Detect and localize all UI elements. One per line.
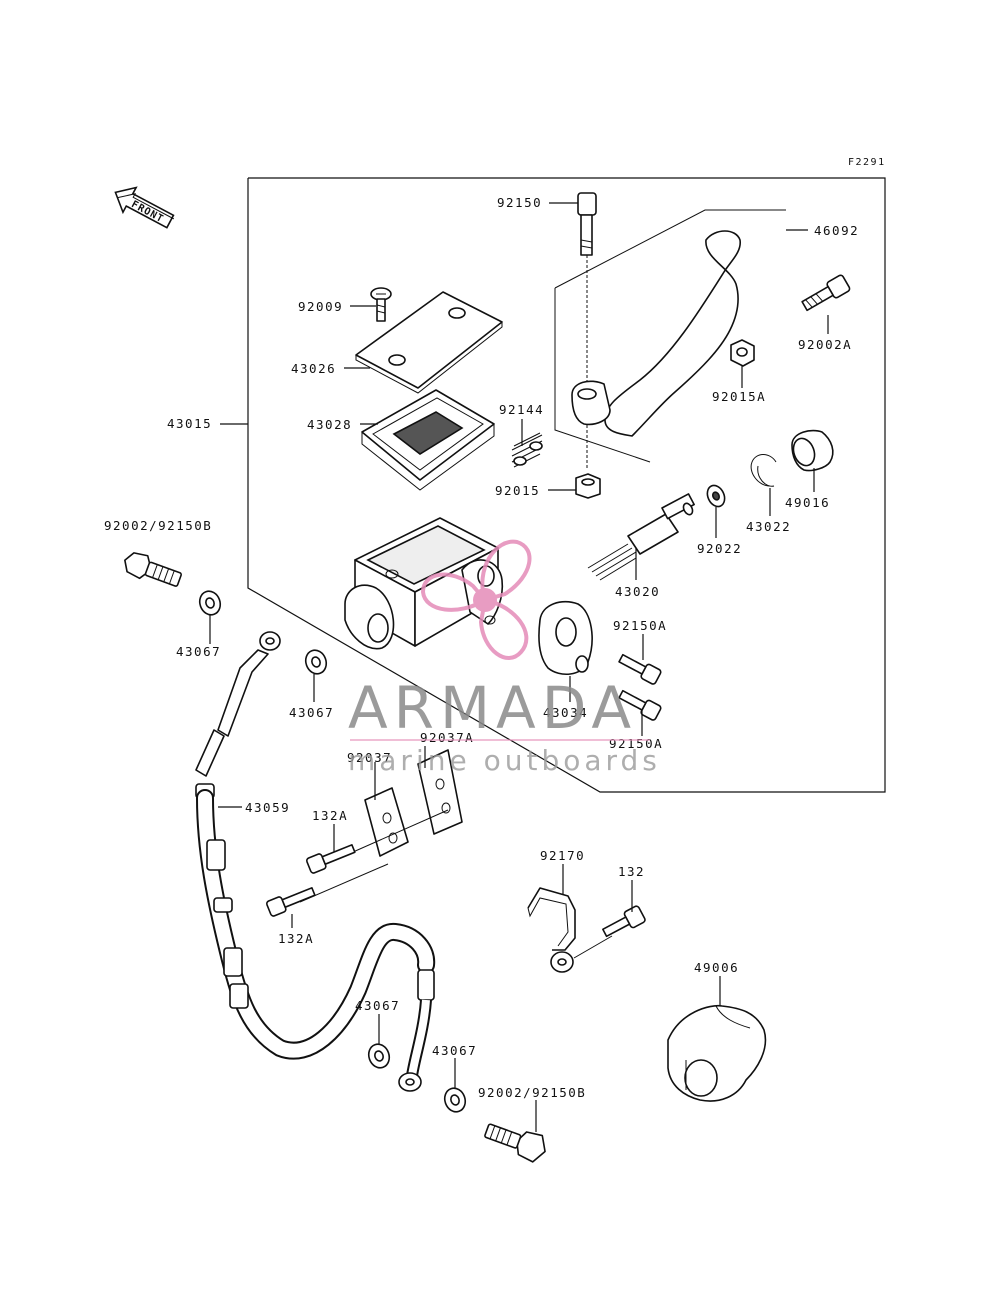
label-49006: 49006 <box>694 960 739 975</box>
bolt-92002A <box>801 274 851 312</box>
watermark: ARMADA marine outboards <box>348 539 661 777</box>
label-92002-92150B-lower: 92002/92150B <box>478 1085 586 1100</box>
banjo-bolt-lower <box>484 1123 546 1163</box>
bolt-92150A-top <box>618 653 662 685</box>
label-43059: 43059 <box>245 800 290 815</box>
bracket-92170 <box>527 887 576 973</box>
washer-92022 <box>706 484 726 508</box>
spring-92144 <box>511 432 543 468</box>
washer-43067-c <box>367 1043 391 1069</box>
lever-46092 <box>571 230 741 437</box>
watermark-tagline: marine outboards <box>348 744 661 777</box>
switch-housing-49006 <box>667 1004 767 1102</box>
cap-43026 <box>355 291 503 394</box>
label-132: 132 <box>618 864 645 879</box>
bolt-132A-lower <box>265 887 316 917</box>
washer-43067-d <box>443 1087 467 1113</box>
label-49016: 49016 <box>785 495 830 510</box>
bracket-92037A <box>417 749 463 835</box>
front-arrow-icon: FRONT <box>114 186 175 229</box>
label-132A-lower: 132A <box>278 931 314 946</box>
label-43067-a: 43067 <box>176 644 221 659</box>
label-92150A-upper: 92150A <box>613 618 667 633</box>
label-92150: 92150 <box>497 195 542 210</box>
label-46092: 46092 <box>814 223 859 238</box>
label-43067-c: 43067 <box>355 998 400 1013</box>
master-cylinder-body <box>344 517 504 650</box>
label-92170: 92170 <box>540 848 585 863</box>
label-43067-d: 43067 <box>432 1043 477 1058</box>
label-92015A: 92015A <box>712 389 766 404</box>
bolt-92150A-bottom <box>618 689 662 721</box>
brake-hose-43059 <box>195 631 436 1092</box>
propeller-logo-icon <box>420 539 532 660</box>
diaphragm-43028 <box>361 389 495 491</box>
washer-43067-b <box>304 649 328 675</box>
label-92015: 92015 <box>495 483 540 498</box>
assembly-outline <box>247 177 886 793</box>
label-92002A: 92002A <box>798 337 852 352</box>
bolt-132A-upper <box>305 844 356 874</box>
label-92009: 92009 <box>298 299 343 314</box>
label-92002-92150B-upper: 92002/92150B <box>104 518 212 533</box>
label-92037: 92037 <box>347 750 392 765</box>
label-92022: 92022 <box>697 541 742 556</box>
watermark-brand: ARMADA <box>348 674 637 742</box>
banjo-bolt-upper <box>124 552 182 587</box>
label-92144: 92144 <box>499 402 544 417</box>
bolt-132 <box>602 905 646 938</box>
label-43067-b: 43067 <box>289 705 334 720</box>
label-43020: 43020 <box>615 584 660 599</box>
label-43015: 43015 <box>167 416 212 431</box>
label-43022: 43022 <box>746 519 791 534</box>
label-43026: 43026 <box>291 361 336 376</box>
label-132A-upper: 132A <box>312 808 348 823</box>
label-43028: 43028 <box>307 417 352 432</box>
clamp-43034 <box>538 600 593 675</box>
bracket-92037 <box>364 787 409 857</box>
label-43034: 43034 <box>543 705 588 720</box>
piston-kit-43020 <box>587 493 695 581</box>
bolt-92150 <box>577 192 597 256</box>
boot-49016 <box>791 429 834 472</box>
figure-code: F2291 <box>848 157 886 168</box>
label-92037A: 92037A <box>420 730 474 745</box>
nut-92015A <box>730 339 755 367</box>
washer-43067-a <box>198 590 222 616</box>
nut-92015 <box>575 473 601 499</box>
circlip-43022 <box>750 454 777 487</box>
screw-92009 <box>370 287 392 322</box>
